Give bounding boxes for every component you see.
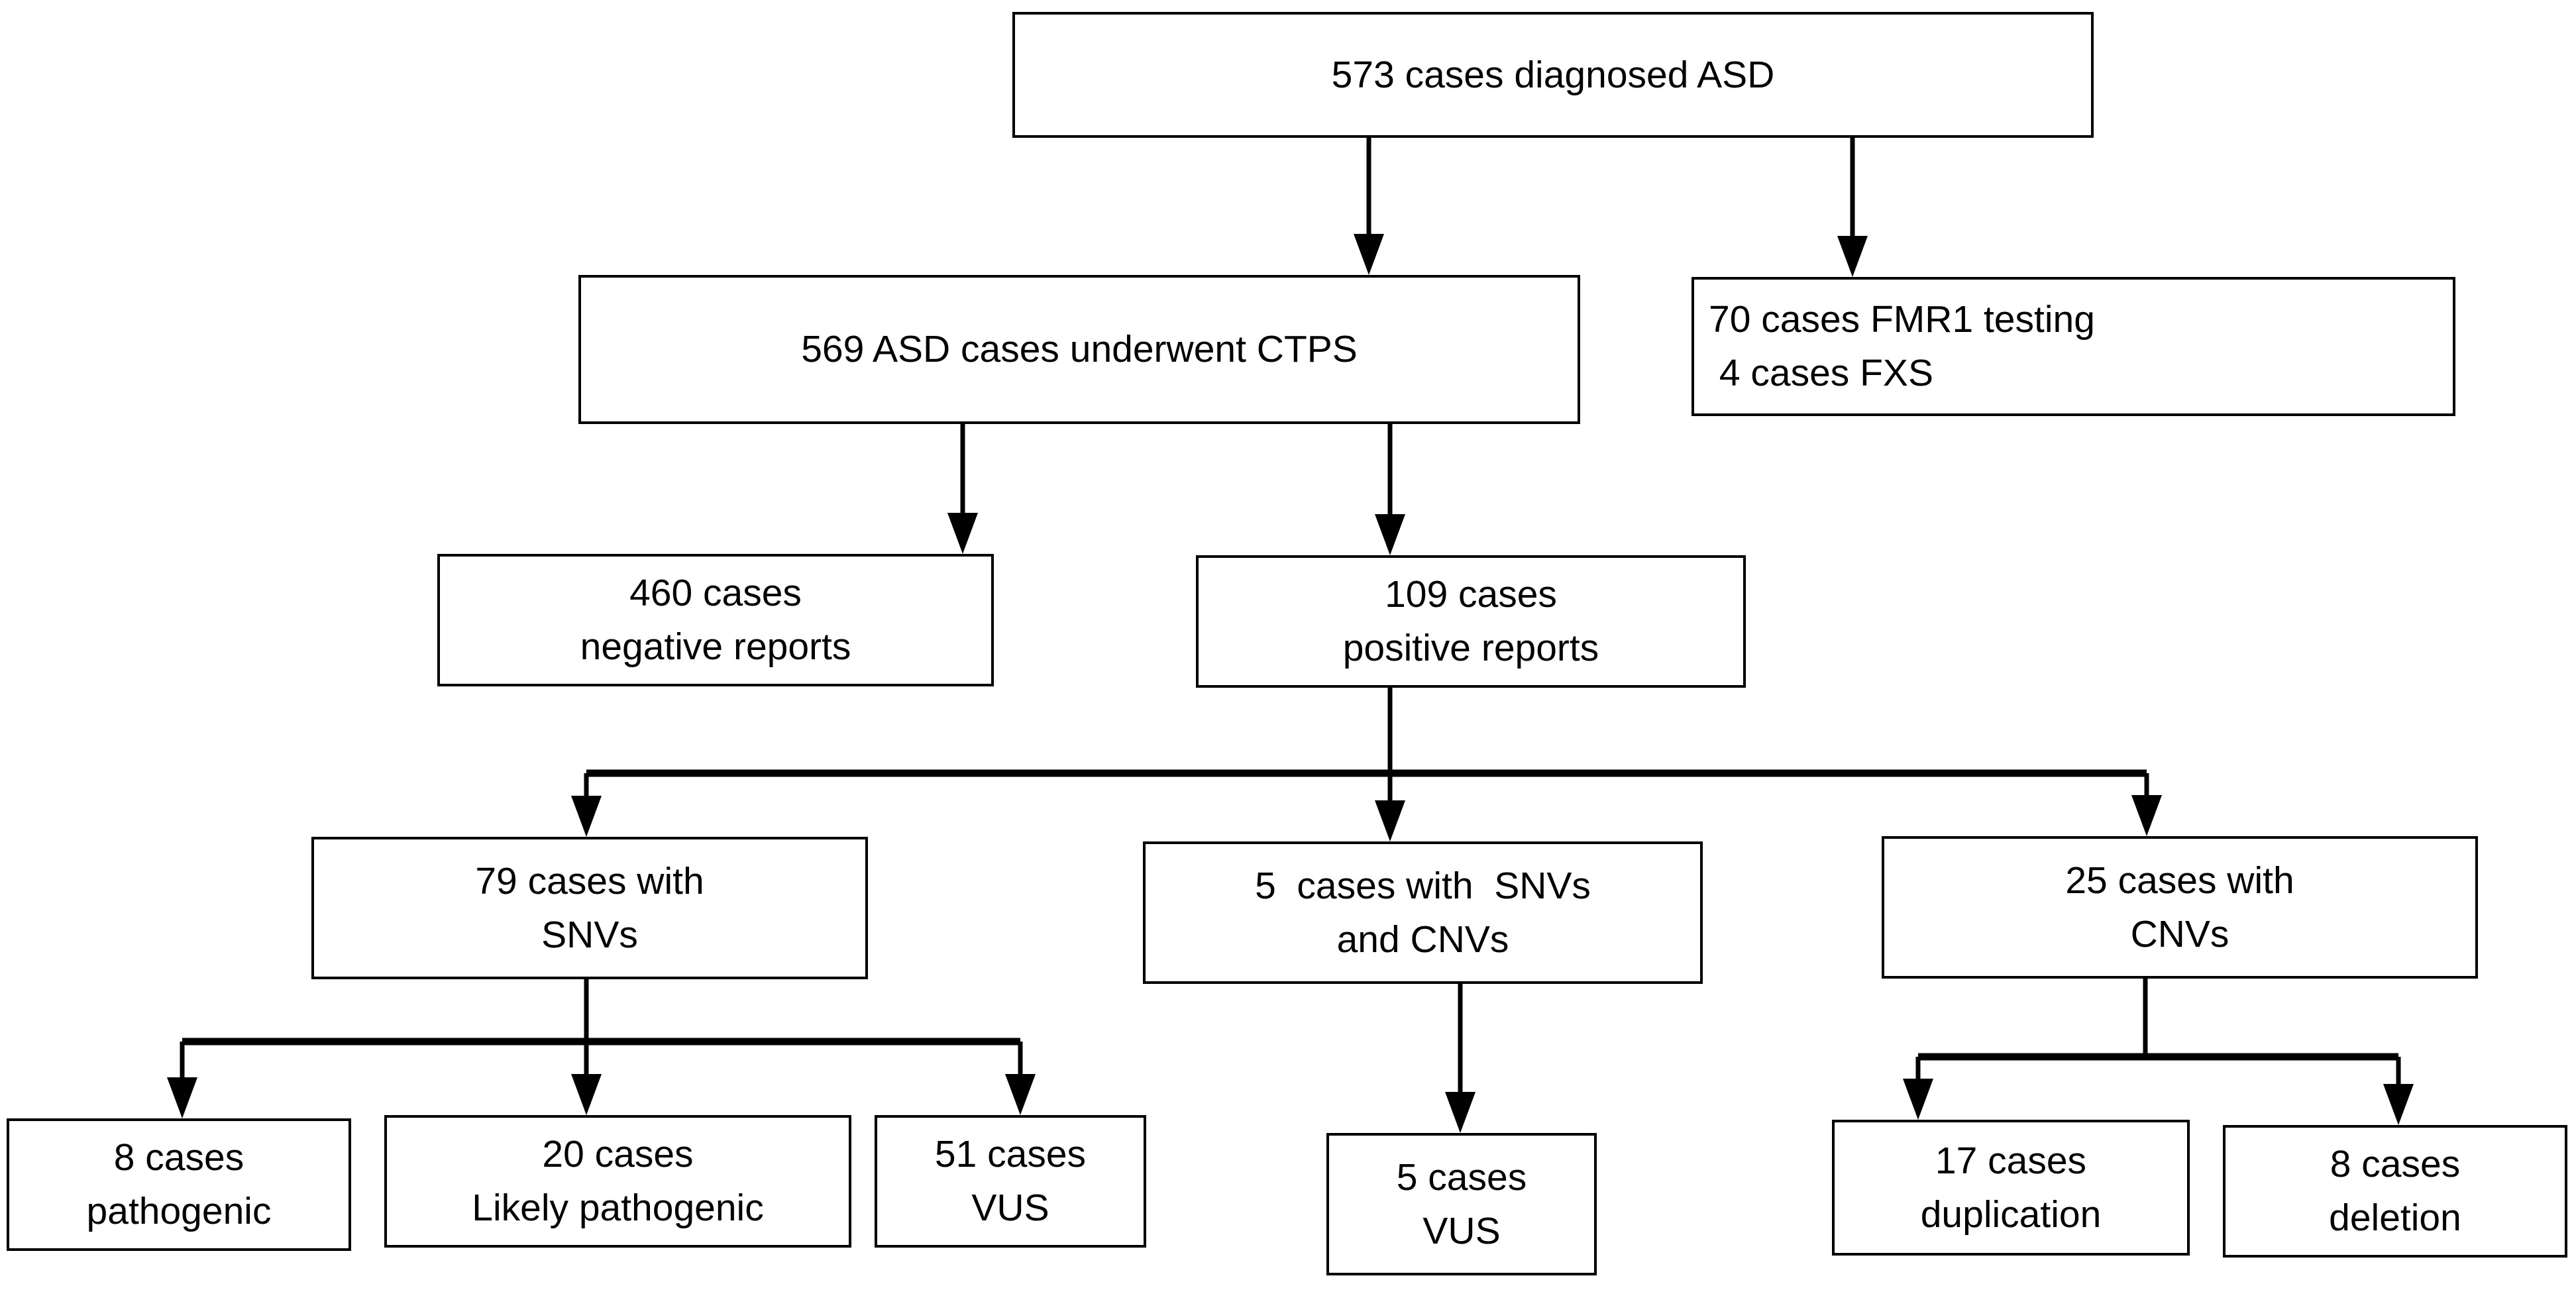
node-text-line: 70 cases FMR1 testing bbox=[1709, 298, 2095, 341]
node-text-line: SNVs bbox=[541, 913, 638, 956]
connector-snv-to-likely-arrowhead bbox=[571, 1074, 602, 1115]
node-text-line: and CNVs bbox=[1336, 918, 1509, 961]
node-text-line: 5 cases with SNVs bbox=[1255, 864, 1591, 907]
connector-ctps-to-negative-arrowhead bbox=[947, 513, 978, 554]
node-snv-cnv-cases: 5 cases with SNVs and CNVs bbox=[1143, 841, 1703, 984]
connector-snvcnv-to-vus-arrowhead bbox=[1445, 1092, 1476, 1133]
connector-cnv-to-deletion-arrowhead bbox=[2383, 1084, 2414, 1125]
node-text-line: 51 cases bbox=[934, 1133, 1087, 1176]
node-text-line: 109 cases bbox=[1385, 573, 1557, 616]
connector-total-to-fmr1-arrowhead bbox=[1837, 236, 1868, 277]
node-text-line: deletion bbox=[2329, 1197, 2461, 1239]
node-fmr1-testing: 70 cases FMR1 testing 4 cases FXS bbox=[1691, 277, 2455, 416]
node-text-line: 20 cases bbox=[542, 1133, 694, 1176]
node-text-line: negative reports bbox=[580, 625, 851, 668]
connector-layer bbox=[167, 138, 2414, 1133]
node-text-line: CNVs bbox=[2130, 912, 2229, 955]
connector-positive-to-snvcnv-arrowhead bbox=[1375, 800, 1405, 841]
connector-snv-to-vus-arrowhead bbox=[1005, 1074, 1036, 1115]
node-text-line: 8 cases bbox=[2330, 1143, 2461, 1186]
node-text-line: 8 cases bbox=[113, 1136, 244, 1179]
node-ctps-cases: 569 ASD cases underwent CTPS bbox=[578, 275, 1580, 424]
node-text-line: pathogenic bbox=[86, 1190, 272, 1232]
node-deletion: 8 cases deletion bbox=[2223, 1125, 2567, 1258]
node-positive-reports: 109 cases positive reports bbox=[1196, 555, 1746, 688]
node-text-line: 573 cases diagnosed ASD bbox=[1331, 53, 1775, 96]
node-text-line: 460 cases bbox=[629, 572, 802, 615]
connector-positive-to-cnv-arrowhead bbox=[2131, 795, 2162, 836]
connector-ctps-to-positive-arrowhead bbox=[1375, 514, 1405, 555]
node-text-line: Likely pathogenic bbox=[472, 1187, 764, 1229]
node-text-line: VUS bbox=[971, 1187, 1049, 1229]
node-text-line: 569 ASD cases underwent CTPS bbox=[801, 328, 1358, 371]
connector-total-to-ctps-arrowhead bbox=[1354, 234, 1384, 275]
node-negative-reports: 460 cases negative reports bbox=[437, 554, 994, 686]
node-pathogenic: 8 cases pathogenic bbox=[7, 1118, 351, 1251]
node-text-line: 5 cases bbox=[1396, 1156, 1527, 1199]
node-text-line: 4 cases FXS bbox=[1709, 352, 1933, 394]
node-text-line: 17 cases bbox=[1935, 1139, 2087, 1182]
node-text-line: 79 cases with bbox=[475, 859, 704, 902]
node-text-line: VUS bbox=[1422, 1209, 1501, 1252]
node-text-line: positive reports bbox=[1342, 627, 1599, 669]
node-text-line: 25 cases with bbox=[2065, 859, 2294, 902]
connector-positive-to-snv-arrowhead bbox=[571, 796, 602, 837]
node-total-cases: 573 cases diagnosed ASD bbox=[1012, 12, 2094, 138]
node-duplication: 17 cases duplication bbox=[1832, 1120, 2190, 1256]
connector-cnv-to-duplication-arrowhead bbox=[1903, 1079, 1933, 1120]
connector-snv-to-pathogenic-arrowhead bbox=[167, 1077, 197, 1118]
node-text-line: duplication bbox=[1920, 1193, 2102, 1236]
